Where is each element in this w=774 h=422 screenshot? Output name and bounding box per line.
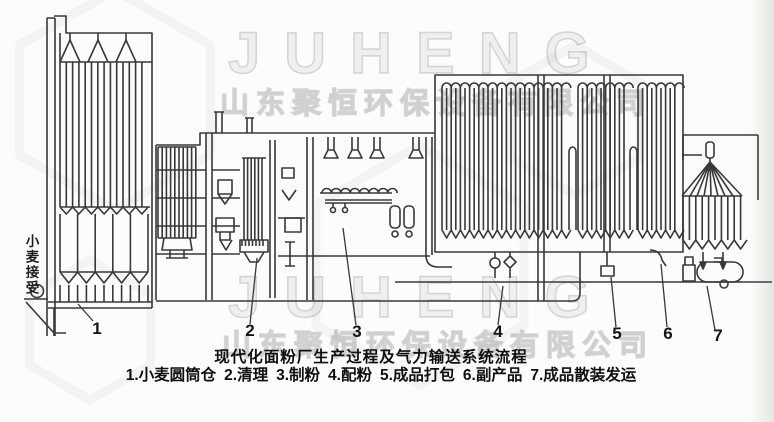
cleaning-section-group <box>155 111 435 300</box>
legend-item-packing: 5.成品打包 <box>379 367 455 384</box>
milling-section-group <box>156 137 581 302</box>
callout-5: 5 <box>612 324 622 343</box>
callout-leader-lines <box>77 227 716 331</box>
scan-edge-shadow <box>750 0 774 422</box>
legend-item-silo: 1.小麦圆筒仓 <box>125 367 217 384</box>
wheat-receiving-label: 小麦接受 <box>23 234 39 296</box>
callout-6: 6 <box>663 324 673 343</box>
blending-bins-group <box>395 74 772 301</box>
callout-4: 4 <box>493 322 503 341</box>
callout-7: 7 <box>713 326 723 345</box>
callout-3: 3 <box>352 322 362 341</box>
callout-1: 1 <box>92 319 102 338</box>
legend-item-milling: 3.制粉 <box>276 367 321 384</box>
wheat-silo-group <box>24 15 153 336</box>
legend-item-blending: 4.配粉 <box>328 367 372 384</box>
diagram-title: 现代化面粉厂生产过程及气力输送系统流程 <box>214 349 528 366</box>
legend-item-cleaning: 2.清理 <box>224 367 269 384</box>
legend-item-byproduct: 6.副产品 <box>462 367 523 384</box>
diagram-legend: 1.小麦圆筒仓 2.清理 3.制粉 4.配粉 5.成品打包 6.副产品 7.成品散装发运 <box>0 363 762 385</box>
bulk-loadout-group <box>681 134 759 289</box>
legend-item-bulk: 7.成品散装发运 <box>530 367 637 384</box>
callout-2: 2 <box>245 321 255 340</box>
